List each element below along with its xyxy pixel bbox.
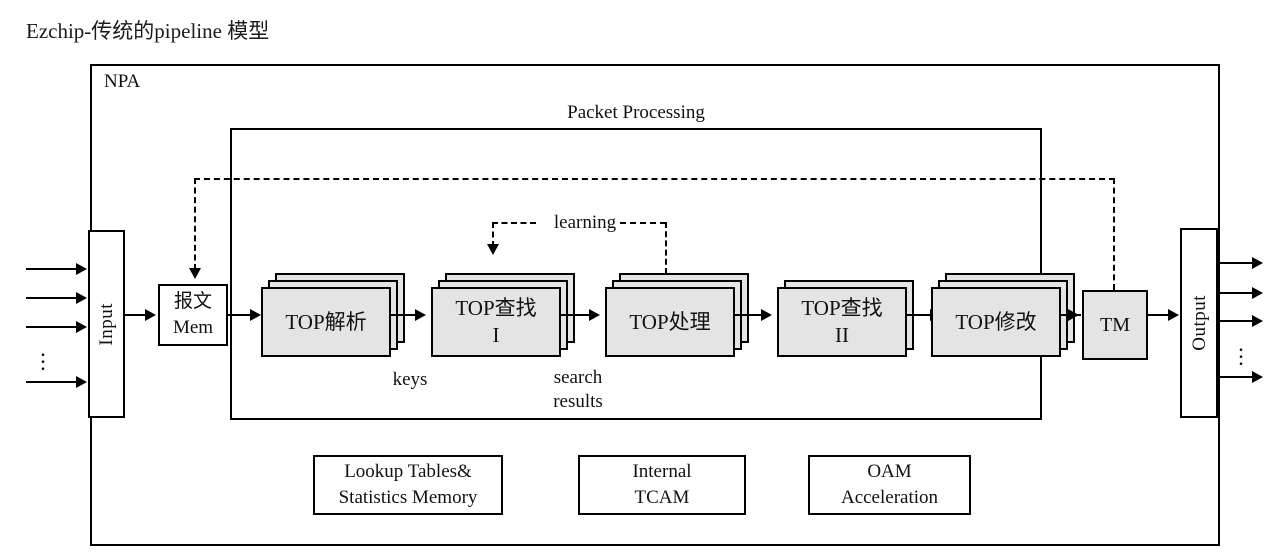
stage-face: TOP修改 (931, 287, 1061, 357)
resource-internal-tcam[interactable]: Internal TCAM (578, 455, 746, 515)
egress-line-2 (1218, 292, 1260, 294)
packet-memory-line1: 报文 (173, 291, 212, 312)
tm-label: TM (1100, 313, 1130, 336)
mem-to-stage1-arrow (250, 309, 261, 321)
ingress-arrow-2 (76, 292, 87, 304)
tm-block[interactable]: TM (1082, 290, 1148, 360)
keys-caption: keys (392, 369, 428, 390)
learning-vertical-target (492, 222, 494, 247)
egress-line-1 (1218, 262, 1260, 264)
packet-memory-label: 报文 Mem (173, 289, 213, 341)
tm-feedback-horizontal (194, 178, 1115, 180)
tm-feedback-arrow (189, 268, 201, 279)
stage3-to-stage4-line (735, 314, 765, 316)
learning-caption: learning (553, 212, 617, 233)
stage-label: TOP查找 II (801, 296, 883, 347)
stage-face: TOP处理 (605, 287, 735, 357)
input-to-mem-line (125, 314, 147, 316)
dot: . (1238, 345, 1244, 370)
egress-arrow-4 (1252, 371, 1263, 383)
output-label: Output (1188, 295, 1210, 351)
resource-label: Internal TCAM (632, 461, 692, 508)
input-block[interactable]: Input (88, 230, 125, 418)
stage-label: TOP解析 (285, 309, 367, 334)
stage-face: TOP查找 I (431, 287, 561, 357)
resource-label: OAM Acceleration (840, 461, 939, 508)
resource-label: Lookup Tables& Statistics Memory (338, 461, 478, 508)
egress-arrow-2 (1252, 287, 1263, 299)
stage2-to-stage3-arrow (589, 309, 600, 321)
dot: . (40, 350, 46, 375)
packet-memory-line2: Mem (172, 317, 214, 338)
dot: . (1238, 338, 1244, 363)
dot: . (1238, 331, 1244, 356)
stage-top-lookup-1[interactable]: TOP查找 I (431, 273, 576, 363)
stage-face: TOP查找 II (777, 287, 907, 357)
stage-face: TOP解析 (261, 287, 391, 357)
learning-horizontal-right (620, 222, 666, 224)
egress-line-3 (1218, 320, 1260, 322)
egress-arrow-1 (1252, 257, 1263, 269)
page-title: Ezchip-传统的pipeline 模型 (26, 19, 270, 43)
packet-memory-block[interactable]: 报文 Mem (158, 284, 228, 346)
tm-feedback-vertical-right (1113, 178, 1115, 290)
input-label: Input (96, 302, 117, 346)
stage1-to-stage2-line (391, 314, 419, 316)
ingress-line-4 (26, 381, 78, 383)
stage-top-process[interactable]: TOP处理 (605, 273, 750, 363)
stage-label: TOP查找 I (455, 296, 537, 347)
tm-to-output-line (1148, 314, 1172, 316)
resource-lookup-tables[interactable]: Lookup Tables& Statistics Memory (313, 455, 503, 515)
mem-to-stage1-line (228, 314, 254, 316)
packet-processing-label: Packet Processing (567, 102, 705, 123)
dot: . (40, 336, 46, 361)
learning-arrow (487, 244, 499, 255)
stage-top-lookup-2[interactable]: TOP查找 II (777, 280, 922, 364)
dot: . (40, 343, 46, 368)
stage5-to-tm-arrow (1068, 309, 1079, 321)
egress-ellipsis: . . . (1234, 331, 1248, 370)
stage-label: TOP处理 (629, 309, 711, 334)
search-results-caption: search results (553, 367, 603, 412)
tm-to-output-arrow (1168, 309, 1179, 321)
learning-horizontal-left (492, 222, 536, 224)
stage3-to-stage4-arrow (761, 309, 772, 321)
output-block[interactable]: Output (1180, 228, 1218, 418)
stage-top-parse[interactable]: TOP解析 (261, 273, 406, 363)
stage4-to-stage5-line (907, 314, 934, 316)
egress-arrow-3 (1252, 315, 1263, 327)
ingress-arrow-4 (76, 376, 87, 388)
egress-line-4 (1218, 376, 1260, 378)
stage2-to-stage3-line (561, 314, 593, 316)
stage1-to-stage2-arrow (415, 309, 426, 321)
ingress-line-3 (26, 326, 78, 328)
stage-label: TOP修改 (955, 309, 1037, 334)
ingress-line-1 (26, 268, 78, 270)
npa-label: NPA (104, 71, 141, 92)
ingress-line-2 (26, 297, 78, 299)
ingress-ellipsis: . . . (36, 336, 50, 375)
learning-vertical-source (665, 222, 667, 274)
ingress-arrow-1 (76, 263, 87, 275)
stage-top-modify[interactable]: TOP修改 (931, 273, 1076, 363)
ingress-arrow-3 (76, 321, 87, 333)
tm-feedback-vertical-left (194, 178, 196, 270)
resource-oam-acceleration[interactable]: OAM Acceleration (808, 455, 971, 515)
input-to-mem-arrow (145, 309, 156, 321)
